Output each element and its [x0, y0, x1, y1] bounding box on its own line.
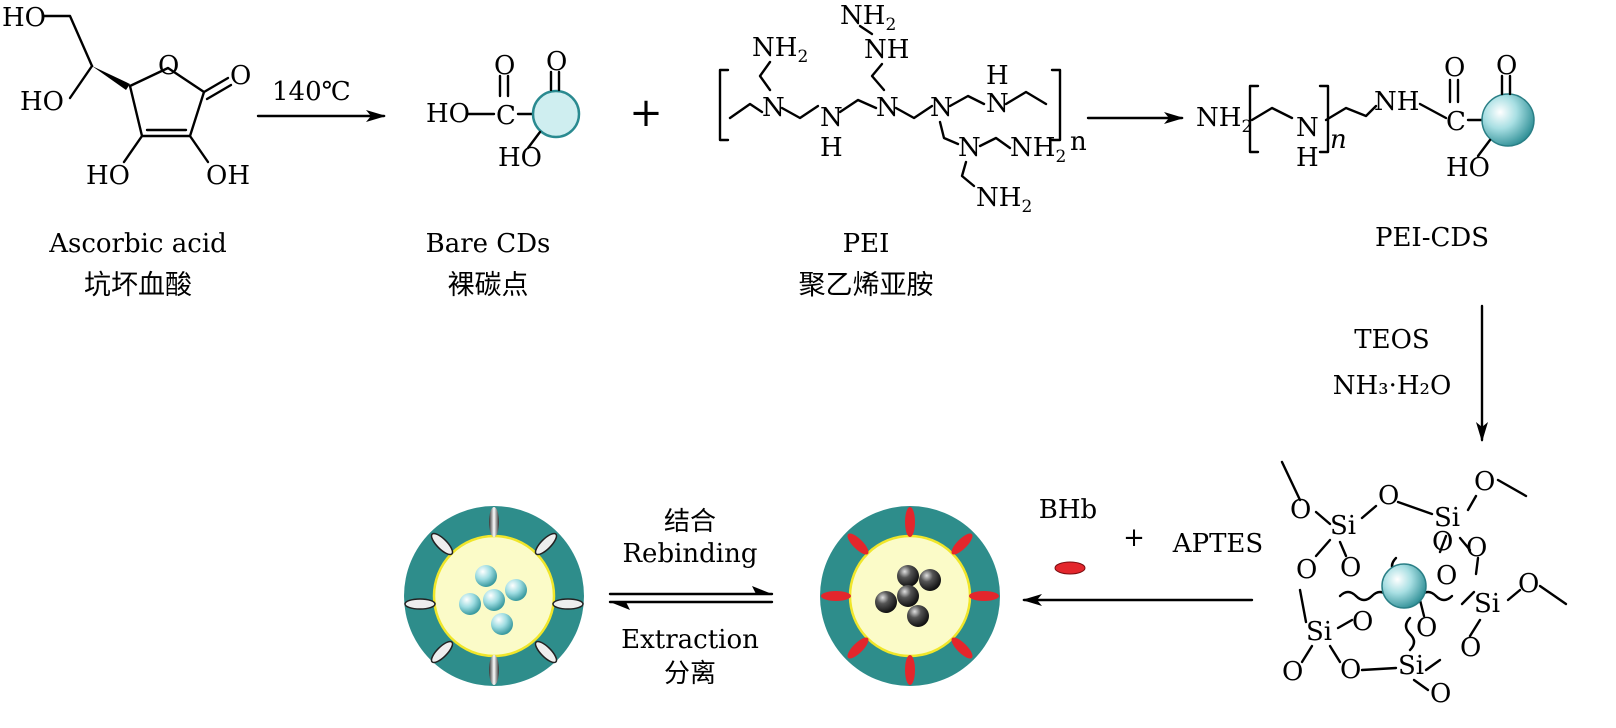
atom-si-3: Si	[1306, 617, 1332, 647]
pei-structure: N NH2 N H N NH NH2 N H N N NH2 NH2 n	[718, 1, 1087, 217]
atom-o-s4: O	[1340, 553, 1361, 583]
atom-o-s13: O	[1518, 569, 1539, 599]
atom-nh2-6: NH2	[1010, 133, 1066, 167]
bhb-label: BHb	[1039, 495, 1097, 525]
imprinted-particle-with-template	[820, 506, 1000, 686]
ascorbic-acid-label: Ascorbic acid	[48, 229, 227, 259]
plus-sign: +	[629, 90, 663, 136]
atom-o-ring: O	[158, 51, 179, 81]
atom-o-s15: O	[1436, 561, 1457, 591]
atom-n-4: N	[930, 93, 953, 123]
atom-si-4: Si	[1398, 651, 1424, 681]
atom-n-5: N	[986, 89, 1009, 119]
atom-o-s10: O	[1340, 655, 1361, 685]
peicds-subscript-n: n	[1330, 125, 1347, 155]
dark-cd-cluster	[875, 565, 941, 627]
extraction-label-cn: 分离	[664, 659, 716, 689]
red-template-sites	[821, 507, 999, 685]
teos-label: TEOS	[1354, 325, 1429, 355]
atom-ho-bottom: HO	[86, 161, 130, 191]
carbon-dot	[531, 89, 581, 139]
atom-h-5: H	[986, 61, 1009, 91]
pei-cds-structure: NH2 N H n NH C O O HO	[1196, 51, 1535, 183]
imprinted-particle-extracted	[404, 506, 584, 686]
atom-o-peicds-top: O	[1496, 51, 1517, 81]
atom-h-2: H	[820, 133, 843, 163]
atom-nh-peicds: NH	[1374, 87, 1419, 117]
atom-nh2-1: NH2	[752, 33, 808, 67]
atom-ho-cd-bottom: HO	[498, 143, 542, 173]
bare-cd-structure: HO C O O HO	[426, 47, 581, 173]
atom-n-peicds: N	[1296, 113, 1319, 143]
atom-ho-left: HO	[20, 87, 64, 117]
atom-n-2: N	[820, 103, 843, 133]
atom-ho-cd: HO	[426, 99, 470, 129]
pei-cds-label: PEI-CDS	[1375, 223, 1489, 253]
bhb-template-icon	[1054, 561, 1086, 575]
ammonia-label: NH₃·H₂O	[1333, 371, 1452, 401]
atom-si-5: Si	[1474, 589, 1500, 619]
atom-c-cd: C	[496, 101, 516, 131]
atom-o-cd: O	[494, 51, 515, 81]
atom-oh-bottom: OH	[206, 161, 250, 191]
atom-o-s2: O	[1378, 481, 1399, 511]
atom-n-6: N	[958, 133, 981, 163]
pei-subscript-n: n	[1070, 127, 1087, 157]
atom-o-s6: O	[1432, 527, 1453, 557]
pei-label: PEI	[843, 229, 890, 259]
atom-nh2-7: NH2	[976, 183, 1032, 217]
atom-ho-top: HO	[2, 3, 46, 33]
atom-o-s1: O	[1290, 495, 1311, 525]
atom-nh2-peicds: NH2	[1196, 103, 1252, 137]
carbon-dot-sphere	[1481, 93, 1535, 147]
atom-ho-peicds: HO	[1446, 153, 1490, 183]
empty-cavity-sites	[404, 507, 584, 685]
atom-n-1: N	[762, 93, 785, 123]
atom-o-peicds: O	[1444, 53, 1465, 83]
atom-o-s7: O	[1466, 533, 1487, 563]
atom-si-1: Si	[1330, 511, 1356, 541]
atom-h-peicds: H	[1296, 143, 1319, 173]
core-carbon-dot	[1381, 563, 1427, 609]
pei-label-cn: 聚乙烯亚胺	[799, 270, 934, 301]
atom-o-carbonyl: O	[230, 61, 251, 91]
temperature-label: 140℃	[272, 77, 351, 107]
atom-n-3: N	[876, 93, 899, 123]
bare-cds-label: Bare CDs	[426, 229, 551, 259]
atom-o-s14: O	[1460, 633, 1481, 663]
atom-o-s3: O	[1474, 467, 1495, 497]
atom-o-s8: O	[1352, 607, 1373, 637]
atom-o-s11: O	[1430, 679, 1451, 709]
rebinding-label-cn: 结合	[664, 507, 716, 537]
light-cd-cluster	[459, 565, 527, 635]
rebinding-label: Rebinding	[622, 539, 757, 569]
bare-cds-label-cn: 裸碳点	[448, 270, 529, 301]
atom-c-peicds: C	[1446, 107, 1466, 137]
atom-o-s9: O	[1282, 657, 1303, 687]
ascorbic-acid-label-cn: 坑坏血酸	[84, 270, 192, 301]
plus-sign-small: +	[1123, 523, 1145, 553]
atom-nh-3: NH	[864, 35, 909, 65]
aptes-label: APTES	[1172, 529, 1263, 559]
silica-cage-structure: O Si O Si O O O O O Si O O O Si O O Si	[1280, 460, 1568, 709]
atom-o-cd-top: O	[546, 47, 567, 77]
extraction-label: Extraction	[621, 625, 759, 655]
atom-o-s5: O	[1296, 555, 1317, 585]
atom-o-s12: O	[1416, 613, 1437, 643]
atom-si-2: Si	[1434, 503, 1460, 533]
atom-nh2-3: NH2	[840, 1, 896, 35]
ascorbic-acid-structure: HO HO O O HO OH	[2, 3, 251, 191]
